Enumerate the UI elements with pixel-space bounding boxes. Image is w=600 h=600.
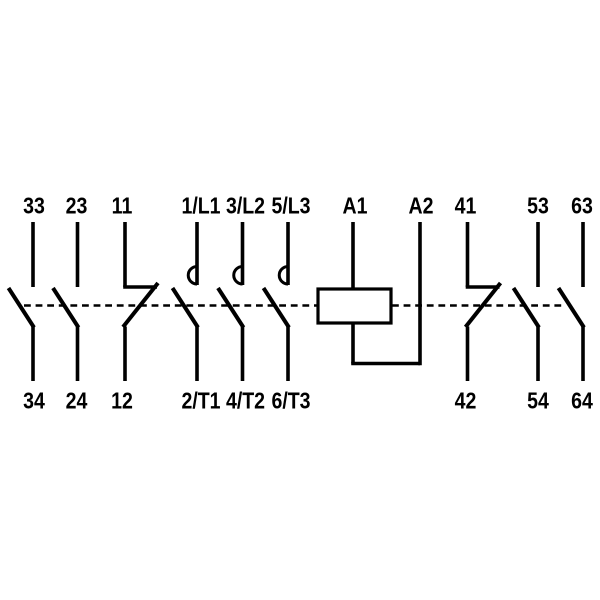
moving-contact-blade <box>51 286 81 329</box>
terminal-label-12: 12 <box>111 388 133 414</box>
terminal-label-24: 24 <box>66 388 88 414</box>
terminal-label-5L3: 5/L3 <box>271 193 310 219</box>
coil-A1-A2: A1 A2 <box>316 193 434 366</box>
main-contact-arc <box>277 264 289 286</box>
contact-33-34: 33 34 <box>6 193 45 414</box>
terminal-label-53: 53 <box>527 193 549 219</box>
contact-41-42: 41 42 <box>455 193 503 414</box>
contact-63-64: 63 64 <box>556 193 593 414</box>
terminal-label-a1: A1 <box>343 193 368 219</box>
terminal-label-a2: A2 <box>409 193 434 219</box>
terminal-label-1L1: 1/L1 <box>181 193 220 219</box>
terminal-label-42: 42 <box>455 388 477 414</box>
contact-11-12: 11 12 <box>111 193 160 414</box>
terminal-label-34: 34 <box>23 388 45 414</box>
contact-23-24: 23 24 <box>51 193 88 414</box>
moving-contact-blade <box>170 286 200 329</box>
moving-contact-blade <box>463 281 503 329</box>
terminal-label-6T3: 6/T3 <box>271 388 310 414</box>
contact-1L1-2T1: 1/L1 2/T1 <box>170 193 221 414</box>
moving-contact-blade <box>511 286 541 329</box>
coil-rectangle <box>316 287 393 325</box>
moving-contact-blade <box>261 286 291 329</box>
terminal-label-63: 63 <box>571 193 593 219</box>
moving-contact-blade <box>121 281 160 329</box>
terminal-label-3L2: 3/L2 <box>226 193 265 219</box>
main-contact-arc <box>232 264 243 286</box>
terminal-label-64: 64 <box>571 388 593 414</box>
terminal-label-54: 54 <box>527 388 549 414</box>
main-contact-arc <box>186 264 198 286</box>
contact-53-54: 53 54 <box>511 193 549 414</box>
terminal-label-4T2: 4/T2 <box>226 388 265 414</box>
terminal-label-33: 33 <box>23 193 45 219</box>
terminal-label-23: 23 <box>66 193 88 219</box>
terminal-label-41: 41 <box>455 193 477 219</box>
contact-3L2-4T2: 3/L2 4/T2 <box>216 193 265 414</box>
terminal-label-2T1: 2/T1 <box>181 388 220 414</box>
terminal-label-11: 11 <box>112 193 133 219</box>
moving-contact-blade <box>556 286 586 329</box>
contact-5L3-6T3: 5/L3 6/T3 <box>261 193 311 414</box>
moving-contact-blade <box>216 286 246 329</box>
moving-contact-blade <box>6 286 36 329</box>
